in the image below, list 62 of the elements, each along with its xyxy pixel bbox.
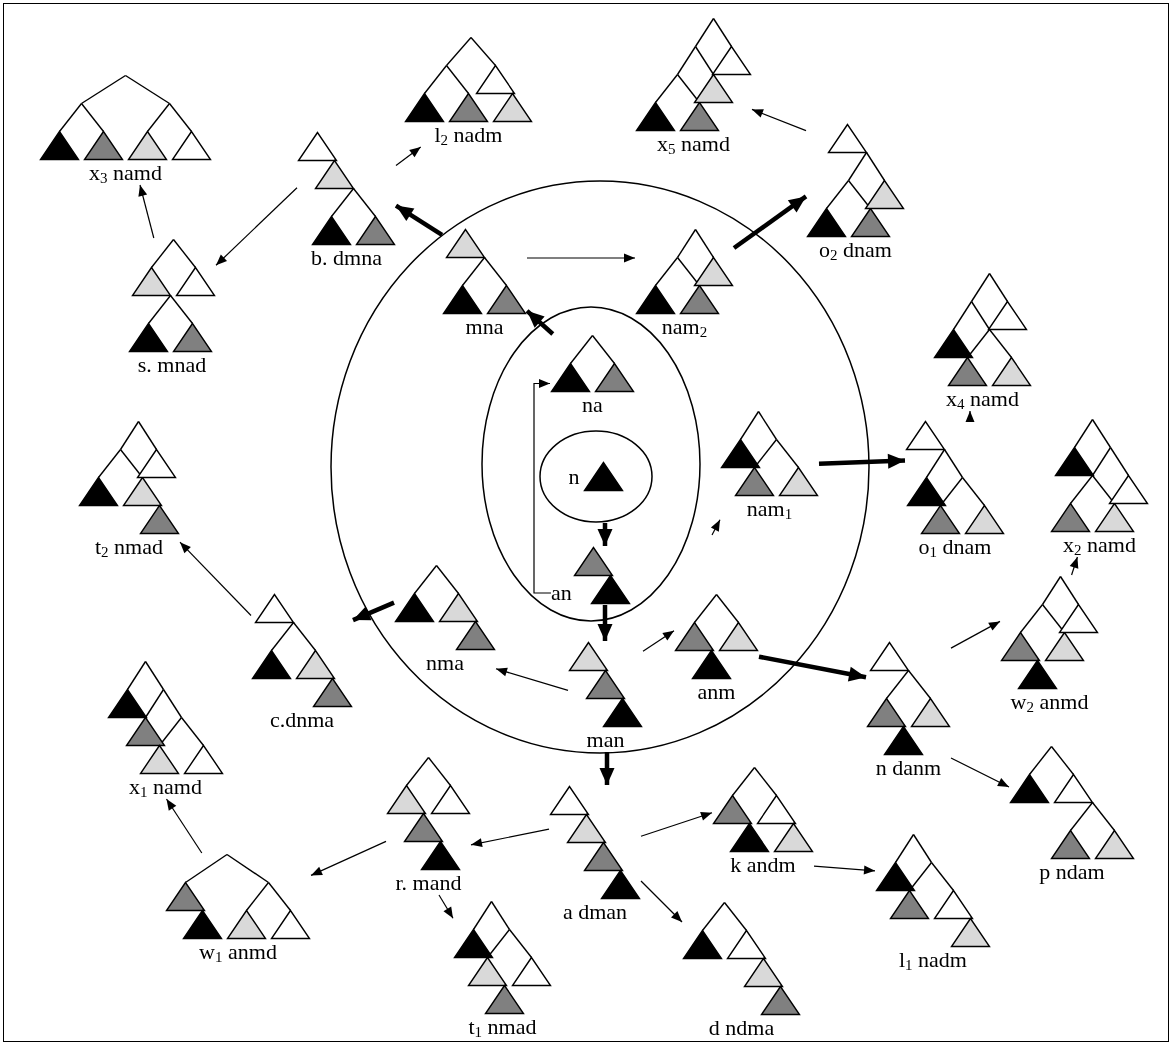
tree-label: a dman	[562, 900, 628, 924]
tree-label: p ndam	[1039, 860, 1105, 884]
tree-label: t$_{1}$ nmad	[468, 1015, 537, 1039]
tree-label: x$_{2}$ namd	[1063, 533, 1136, 557]
tree-label: nma	[426, 651, 464, 675]
tree-label: b. dmna	[311, 246, 382, 270]
arrow	[526, 253, 636, 263]
tree-label: k andm	[730, 853, 796, 877]
arrow	[352, 600, 395, 623]
tree-label: o$_{1}$ dnam	[918, 535, 992, 559]
arrow	[597, 605, 613, 641]
arrow	[597, 523, 613, 546]
tree-label: x$_{3}$ namd	[89, 161, 162, 185]
arrow	[215, 187, 298, 266]
arrow	[640, 880, 683, 923]
tree-label: w$_{2}$ anmd	[1010, 690, 1089, 714]
tree-label: o$_{2}$ dnam	[819, 238, 892, 262]
arrow	[710, 519, 721, 536]
tree-label: nam$_{2}$	[661, 315, 708, 339]
arrow	[525, 309, 555, 336]
tree-label: d ndma	[708, 1016, 775, 1040]
tree-label: l$_{1}$ nadm	[899, 948, 967, 972]
tree-label: x$_{1}$ namd	[129, 775, 202, 799]
arrow	[165, 798, 203, 854]
arrow	[1069, 556, 1079, 576]
tree-label: n	[568, 464, 580, 489]
arrow	[138, 184, 155, 239]
tree-label: c.dnma	[269, 708, 335, 732]
tree-label: anm	[697, 680, 736, 704]
ellipse-boundary	[539, 430, 653, 523]
tree-label: mna	[465, 315, 504, 339]
arrow	[470, 828, 550, 848]
arrow	[438, 894, 454, 919]
arrow	[813, 865, 876, 875]
arrow	[179, 541, 252, 617]
tree-label: man	[586, 728, 625, 752]
arrow	[640, 811, 713, 837]
arrow	[533, 379, 552, 594]
arrow	[395, 146, 422, 167]
arrow	[599, 752, 615, 785]
tree-label: nam$_{1}$	[746, 497, 793, 521]
arrow	[732, 194, 808, 250]
tree-label: s. mnad	[137, 353, 207, 377]
arrow	[758, 654, 867, 682]
arrow	[818, 453, 906, 469]
tree-label: r. mand	[395, 871, 462, 895]
arrow	[965, 410, 975, 422]
tree-label: x$_{5}$ namd	[657, 132, 730, 156]
arrow	[751, 108, 807, 132]
arrow	[394, 203, 444, 237]
tree-label: an	[551, 581, 572, 605]
arrow	[495, 667, 569, 691]
tree-label: n danm	[875, 756, 942, 780]
tree-label: na	[582, 393, 603, 417]
arrow	[642, 630, 675, 652]
tree-label: l$_{2}$ nadm	[434, 123, 503, 147]
tree-label: w$_{1}$ anmd	[199, 940, 277, 964]
arrow	[950, 620, 1001, 649]
arrow	[950, 757, 1010, 788]
arrow	[310, 840, 387, 876]
tree-label: x$_{4}$ namd	[946, 387, 1019, 411]
tree-label: t$_{2}$ nmad	[95, 535, 163, 559]
